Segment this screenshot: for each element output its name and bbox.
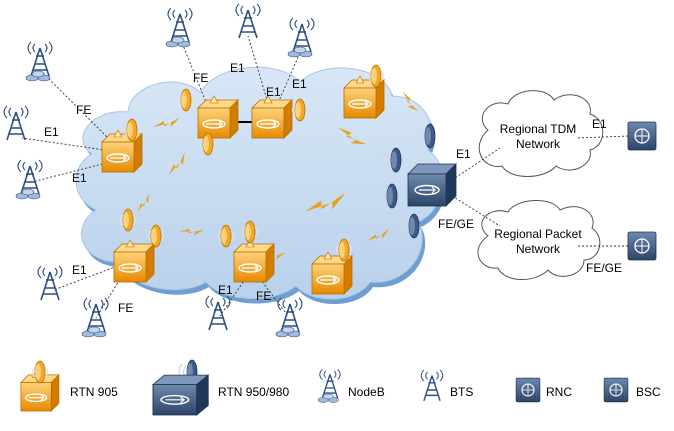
label-e1-left-2: E1: [72, 171, 87, 185]
legend-bsc: BSC: [636, 385, 661, 399]
label-fe-ge-right: FE/GE: [438, 217, 474, 231]
label-e1-top-center: E1: [266, 85, 281, 99]
legend-rtn950: RTN 950/980: [218, 385, 289, 399]
label-fe-left: FE: [76, 103, 91, 117]
label-e1-top-left: E1: [230, 61, 245, 75]
legend-bts: BTS: [450, 385, 473, 399]
packet-label-1: Regional Packet: [494, 227, 582, 241]
label-e1-top-right: E1: [292, 77, 307, 91]
tdm-label-2: Network: [516, 137, 561, 151]
regional-tdm-cloud: Regional TDM Network: [478, 90, 604, 177]
legend-rtn905: RTN 905: [70, 385, 118, 399]
link-labels: FE E1 E1 E1 FE E1 E1 E1 FE E1 FE E1 FE/G…: [44, 61, 622, 315]
legend-nodeb: NodeB: [348, 385, 385, 399]
legend-rnc: RNC: [546, 385, 572, 399]
core-cloud: [75, 66, 446, 305]
bsc-icon: [627, 121, 657, 151]
label-e1-far-right: E1: [592, 117, 607, 131]
label-fe-ge-far-right: FE/GE: [586, 261, 622, 275]
label-fe-top: FE: [193, 71, 208, 85]
legend: RTN 905 RTN 950/980 NodeB BTS RNC BSC: [20, 359, 661, 416]
label-e1-left-1: E1: [44, 125, 59, 139]
label-fe-bottom-left: FE: [118, 301, 133, 315]
label-fe-bottom-mid: FE: [256, 289, 271, 303]
label-e1-right: E1: [456, 147, 471, 161]
packet-label-2: Network: [516, 242, 561, 256]
regional-packet-cloud: Regional Packet Network: [477, 199, 601, 281]
rnc-icon: [627, 231, 657, 261]
label-e1-bottom-left: E1: [72, 263, 87, 277]
label-e1-bottom-mid: E1: [218, 283, 233, 297]
tdm-label-1: Regional TDM: [500, 122, 576, 136]
